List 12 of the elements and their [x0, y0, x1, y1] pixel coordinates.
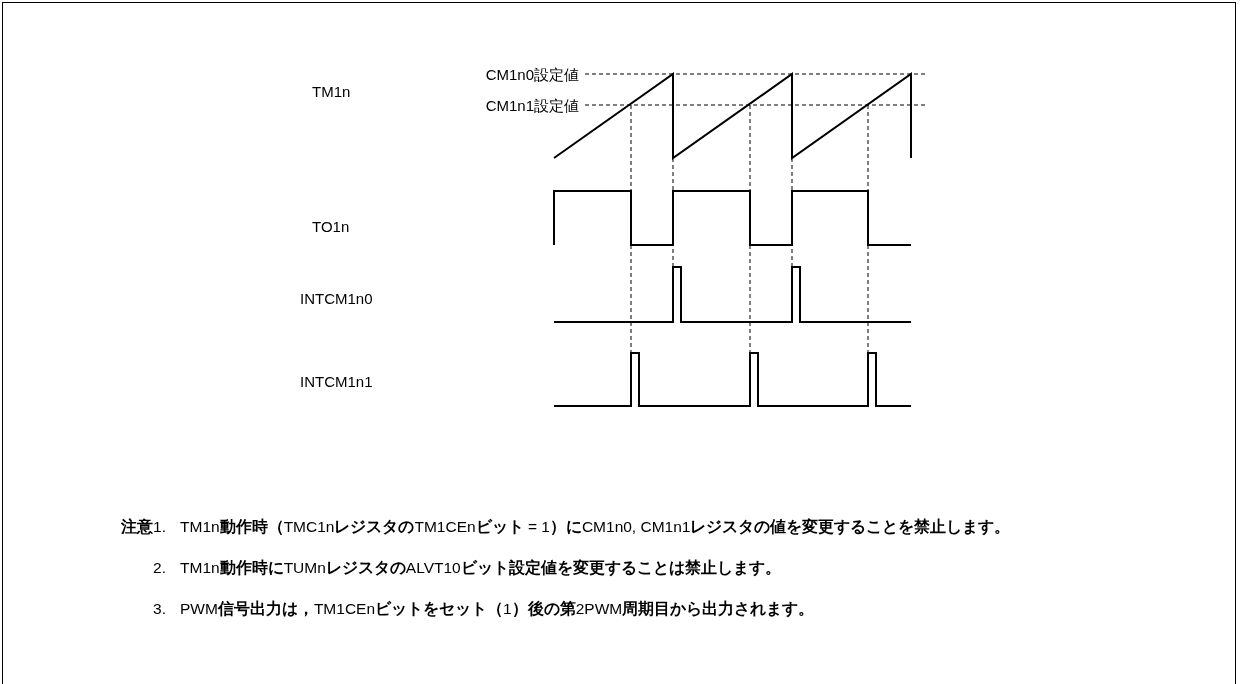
note-number: 3.	[153, 599, 167, 619]
signal-label: INTCM1n1	[300, 373, 373, 389]
note-text: TM1n動作時にTUMnレジスタのALVT10ビット設定値を変更することは禁止します。	[180, 558, 782, 578]
note-text: PWM信号出力は，TM1CEnビットをセット（1）後の第2PWM周期目から出力されます。	[180, 599, 816, 619]
signal-label: INTCM1n0	[300, 290, 373, 306]
signal-label: TM1n	[312, 83, 351, 99]
level-label: CM1n0設定値	[485, 66, 579, 82]
note-text: TM1n動作時（TMC1nレジスタのTM1CEnビット = 1）にCM1n0, CM1n1レジスタの値を変更することを禁止します。	[180, 517, 1012, 537]
signal-label: TO1n	[312, 218, 350, 234]
note-number: 2.	[153, 558, 167, 578]
note-number: 注意1.	[121, 517, 167, 537]
level-label: CM1n1設定値	[485, 97, 579, 113]
